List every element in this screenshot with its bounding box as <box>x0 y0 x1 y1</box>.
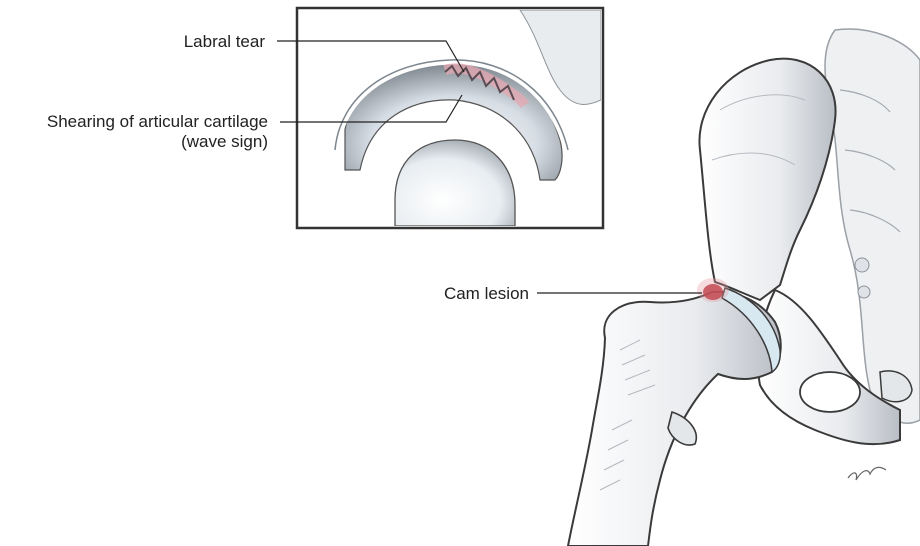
cam-lesion-label: Cam lesion <box>444 284 529 304</box>
shearing-label-line2: (wave sign) <box>47 132 268 152</box>
shearing-label: Shearing of articular cartilage (wave si… <box>47 112 268 152</box>
artist-signature <box>848 467 886 480</box>
labral-tear-label: Labral tear <box>184 32 265 52</box>
cam-lesion-marker <box>697 278 729 302</box>
shearing-label-line1: Shearing of articular cartilage <box>47 112 268 131</box>
pelvis-bone <box>699 29 920 444</box>
femur-bone <box>568 292 781 546</box>
